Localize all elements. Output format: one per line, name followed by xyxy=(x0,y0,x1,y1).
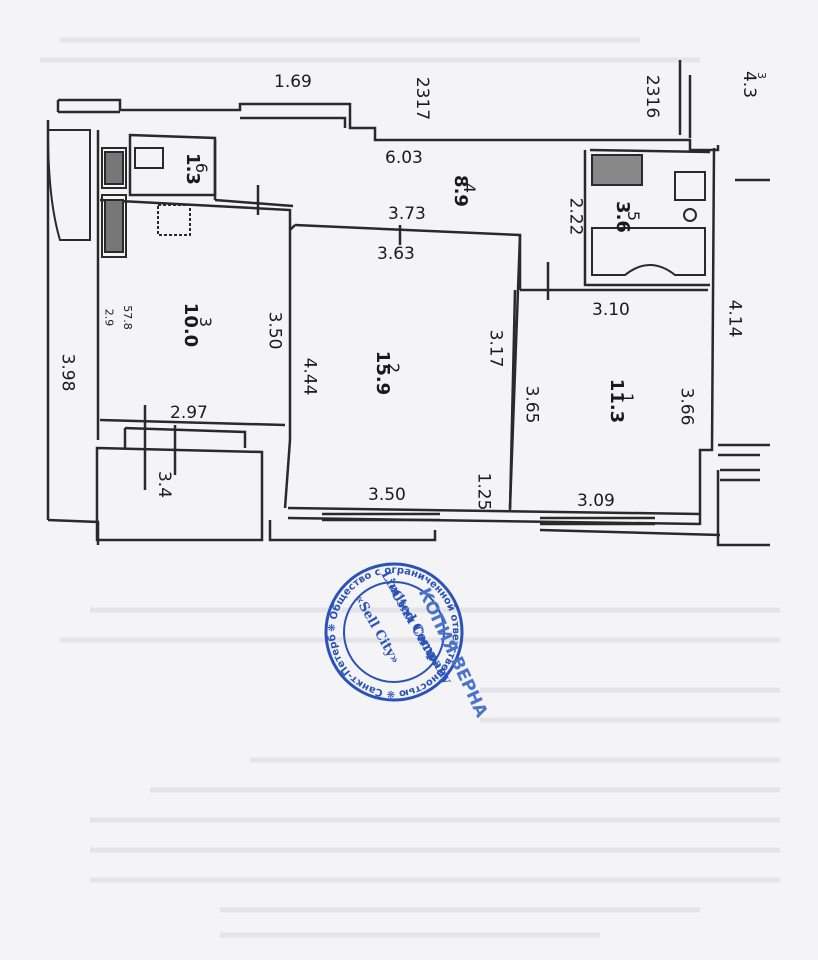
dim-corridor-3-73: 3.73 xyxy=(388,204,426,224)
dim-closet-2-9: 2.9 xyxy=(102,308,116,327)
room-1-area: 11.3 xyxy=(606,378,628,424)
company-stamp: ❋ Общество с ограниченной ответственност… xyxy=(318,552,467,705)
dim-bath-2-22: 2.22 xyxy=(565,197,586,236)
dim-top-3: 3 xyxy=(755,72,768,79)
cabinets xyxy=(101,147,127,258)
wall-left xyxy=(46,120,100,520)
dim-top-1-69: 1.69 xyxy=(274,72,312,92)
window-bottom-1 xyxy=(322,512,440,522)
dim-room3-3-50: 3.50 xyxy=(264,311,285,350)
room1-walls xyxy=(508,235,708,511)
room-5-area: 3.6 xyxy=(611,201,633,233)
corridor-walls xyxy=(213,140,294,208)
dim-room2-1-25: 1.25 xyxy=(473,472,494,511)
dim-balcony-2-97: 2.97 xyxy=(170,403,208,423)
closet6-walls xyxy=(128,133,217,197)
bathroom-walls xyxy=(583,150,710,287)
dim-room2-4-44: 4.44 xyxy=(299,357,320,396)
left-bathtub xyxy=(47,129,91,241)
toilet xyxy=(134,147,191,236)
wall-top-inner xyxy=(58,110,347,128)
dim-corridor-6-03: 6.03 xyxy=(385,148,423,168)
dim-top-2317: 2317 xyxy=(412,76,433,121)
dim-room2-3-50: 3.50 xyxy=(368,485,406,505)
wall-bottom-lower xyxy=(268,520,721,542)
dim-balcony-3-4: 3.4 xyxy=(154,470,175,499)
dim-room1-3-65: 3.65 xyxy=(521,385,542,424)
background-noise xyxy=(40,37,780,938)
window-bottom-2 xyxy=(540,516,655,526)
dim-room1-3-09: 3.09 xyxy=(577,491,615,511)
room-6-area: 1.3 xyxy=(181,153,203,185)
dim-closet-57-8: 57.8 xyxy=(120,305,134,330)
stamp-circle: ❋ Общество с ограниченной ответственност… xyxy=(318,552,464,702)
bathroom-fixtures xyxy=(591,154,706,276)
dim-left-3-98: 3.98 xyxy=(57,353,78,392)
room-2-area: 15.9 xyxy=(372,350,394,396)
room3-walls xyxy=(99,198,292,509)
dim-room1-3-10: 3.10 xyxy=(592,300,630,320)
dim-room2-3-63: 3.63 xyxy=(377,244,415,264)
room-3-area: 10.0 xyxy=(180,302,202,348)
room-4-area: 8.9 xyxy=(449,175,471,207)
dim-room2-3-17: 3.17 xyxy=(485,329,506,368)
balcony-walls xyxy=(95,446,264,542)
dim-top-2316: 2316 xyxy=(642,74,663,119)
dim-room1-4-14: 4.14 xyxy=(724,299,745,338)
wall-bottom xyxy=(287,506,701,526)
wall-top xyxy=(58,98,720,152)
wall-right xyxy=(698,147,716,525)
dim-room1-3-66: 3.66 xyxy=(676,387,697,426)
